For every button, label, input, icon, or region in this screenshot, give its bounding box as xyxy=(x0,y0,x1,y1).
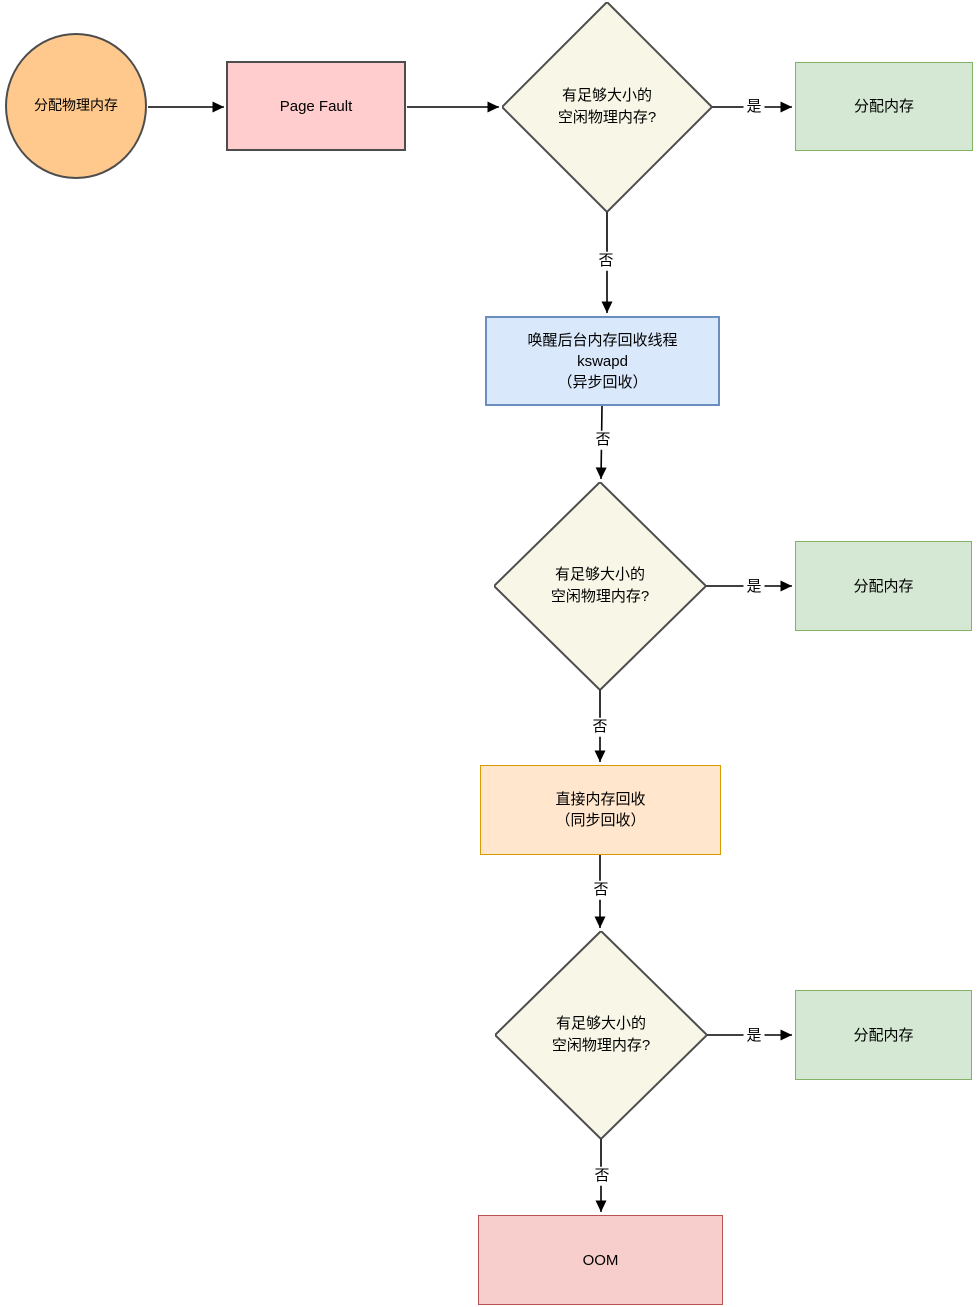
node-start: 分配物理内存 xyxy=(5,33,147,179)
node-decision2-label: 有足够大小的 空闲物理内存? xyxy=(550,565,650,606)
edge-label-yes3: 是 xyxy=(743,1026,765,1046)
node-oom-label: OOM xyxy=(582,1251,619,1269)
node-alloc3-label: 分配内存 xyxy=(853,1026,914,1044)
node-start-label: 分配物理内存 xyxy=(34,97,118,114)
diamond-shape xyxy=(495,931,707,1139)
diamond-shape xyxy=(502,2,712,212)
node-direct-reclaim-label: 直接内存回收 （同步回收） xyxy=(555,791,646,829)
edge-label-no3: 否 xyxy=(589,717,611,737)
node-kswapd: 唤醒后台内存回收线程 kswapd （异步回收） xyxy=(485,316,720,406)
node-alloc1-label: 分配内存 xyxy=(853,98,914,115)
node-page-fault: Page Fault xyxy=(226,61,406,151)
node-decision3-label: 有足够大小的 空闲物理内存? xyxy=(551,1014,651,1055)
node-alloc2-label: 分配内存 xyxy=(853,577,914,595)
edge-label-yes1: 是 xyxy=(743,97,765,117)
node-page-fault-label: Page Fault xyxy=(279,97,353,115)
node-decision1: 有足够大小的 空闲物理内存? xyxy=(502,2,712,212)
node-alloc2: 分配内存 xyxy=(795,541,972,631)
edge-label-no2: 否 xyxy=(592,430,614,450)
node-kswapd-label: 唤醒后台内存回收线程 kswapd （异步回收） xyxy=(527,331,678,391)
node-alloc1: 分配内存 xyxy=(795,62,973,151)
edge-label-no4: 否 xyxy=(590,880,612,900)
edge-label-no1: 否 xyxy=(595,251,617,271)
node-oom: OOM xyxy=(478,1215,723,1305)
node-alloc3: 分配内存 xyxy=(795,990,972,1080)
node-decision3: 有足够大小的 空闲物理内存? xyxy=(495,931,707,1139)
edge-label-yes2: 是 xyxy=(743,577,765,597)
node-decision2: 有足够大小的 空闲物理内存? xyxy=(494,482,706,690)
node-direct-reclaim: 直接内存回收 （同步回收） xyxy=(480,765,721,855)
node-decision1-label: 有足够大小的 空闲物理内存? xyxy=(557,86,657,127)
diamond-shape xyxy=(494,482,706,690)
edge-label-no5: 否 xyxy=(591,1166,613,1186)
